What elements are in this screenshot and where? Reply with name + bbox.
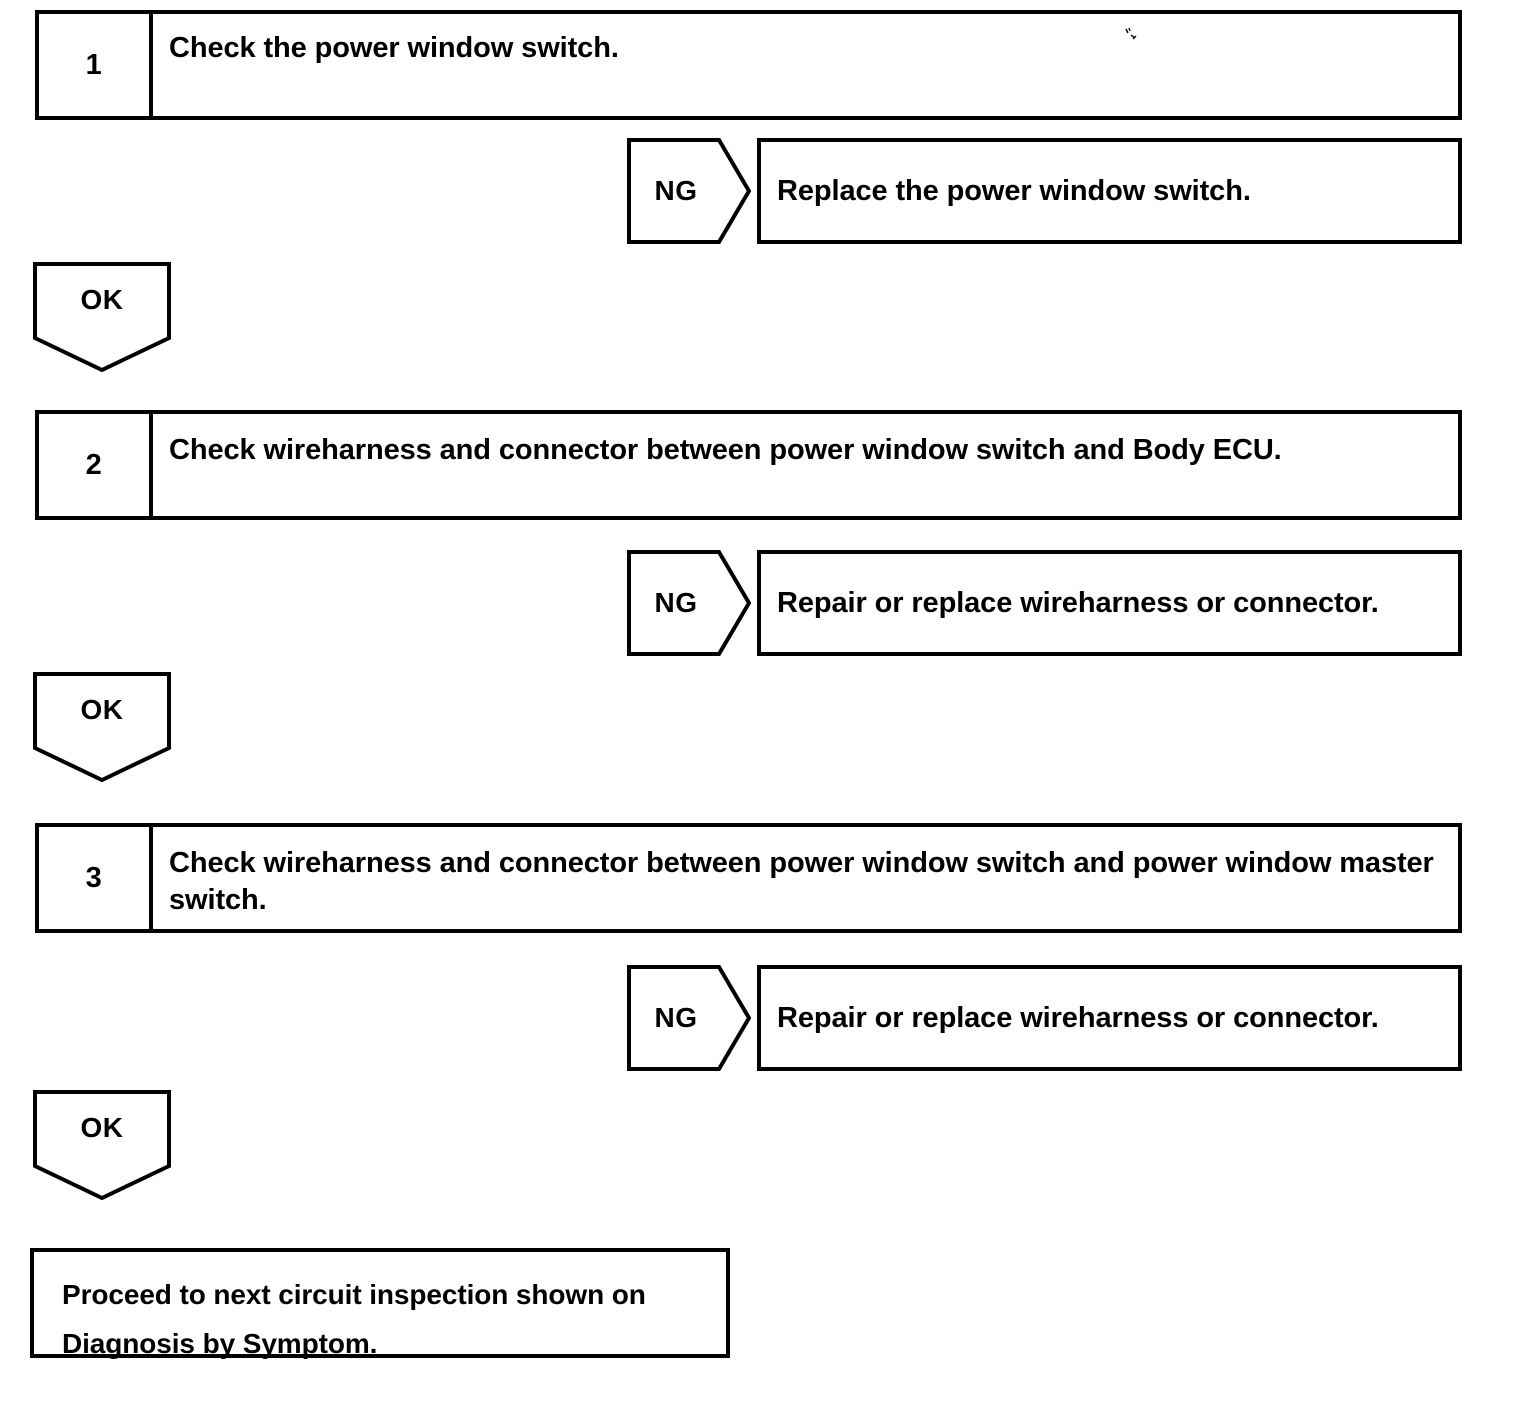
- ng-tag-2: NG: [627, 550, 751, 656]
- ng-label-3: NG: [654, 1002, 698, 1033]
- step-box-3: 3 Check wireharness and connector betwee…: [35, 823, 1462, 933]
- ng-label-1: NG: [654, 175, 698, 206]
- ok-label-2: OK: [80, 694, 124, 725]
- ng-pentagon-icon: [627, 965, 751, 1071]
- ng-tag-1: NG: [627, 138, 751, 244]
- ng-result-box-1: Replace the power window switch.: [757, 138, 1462, 244]
- ok-label-1: OK: [80, 284, 124, 315]
- step-number-3: 3: [39, 827, 153, 929]
- ng-label-2: NG: [654, 587, 698, 618]
- step-text-3: Check wireharness and connector between …: [169, 847, 1434, 917]
- ok-connector-1: OK: [33, 262, 171, 372]
- step-box-1: 1 Check the power window switch.: [35, 10, 1462, 120]
- ok-label-3: OK: [80, 1112, 124, 1143]
- final-action-box: Proceed to next circuit inspection shown…: [30, 1248, 730, 1359]
- final-line-2: Diagnosis by Symptom.: [62, 1328, 378, 1359]
- ok-connector-2: OK: [33, 672, 171, 782]
- step-text-1: Check the power window switch.: [169, 32, 619, 64]
- ok-connector-3: OK: [33, 1090, 171, 1200]
- ok-pentagon-icon: [33, 262, 171, 372]
- step-text-2: Check wireharness and connector between …: [169, 434, 1282, 466]
- step-number-1: 1: [39, 14, 153, 116]
- ng-result-box-3: Repair or replace wireharness or connect…: [757, 965, 1462, 1071]
- step-box-2: 2 Check wireharness and connector betwee…: [35, 410, 1462, 520]
- ok-pentagon-icon: [33, 672, 171, 782]
- ng-result-box-2: Repair or replace wireharness or connect…: [757, 550, 1462, 656]
- ng-pentagon-icon: [627, 138, 751, 244]
- ok-pentagon-icon: [33, 1090, 171, 1200]
- step-number-2: 2: [39, 414, 153, 516]
- ng-pentagon-icon: [627, 550, 751, 656]
- final-line-1: Proceed to next circuit inspection shown…: [62, 1279, 646, 1310]
- ng-tag-3: NG: [627, 965, 751, 1071]
